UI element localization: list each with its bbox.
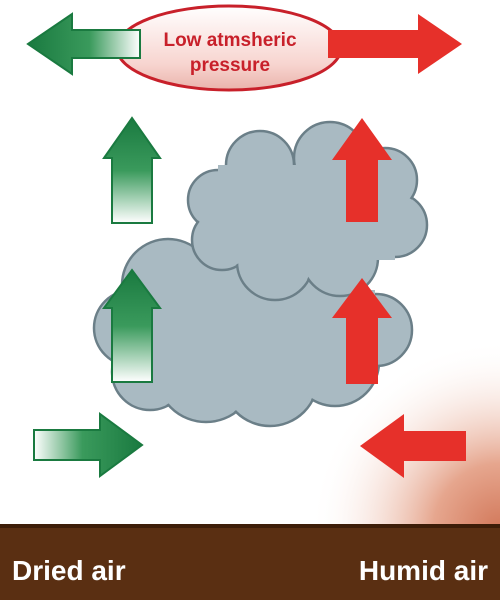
low-pressure-line-2: pressure	[189, 55, 271, 76]
humid-air-outflow-arrow	[328, 14, 462, 74]
ground-strip	[0, 524, 500, 600]
humid-air-inflow-arrow	[360, 414, 466, 478]
humid-air-rising-arrow-lower	[332, 278, 392, 384]
dry-air-outflow-arrow	[26, 12, 141, 76]
dry-air-rising-arrow-upper	[102, 116, 162, 224]
dry-air-inflow-arrow	[33, 412, 144, 478]
ground-edge	[0, 524, 500, 528]
dried-air-label: Dried air	[12, 555, 126, 586]
humid-air-rising-arrow-upper	[332, 118, 392, 222]
dry-air-rising-arrow-lower	[102, 268, 162, 383]
humid-air-label: Humid air	[358, 555, 488, 586]
low-pressure-label: Low atmsheric pressure	[140, 28, 320, 78]
low-pressure-line-1: Low atmsheric	[163, 30, 297, 51]
